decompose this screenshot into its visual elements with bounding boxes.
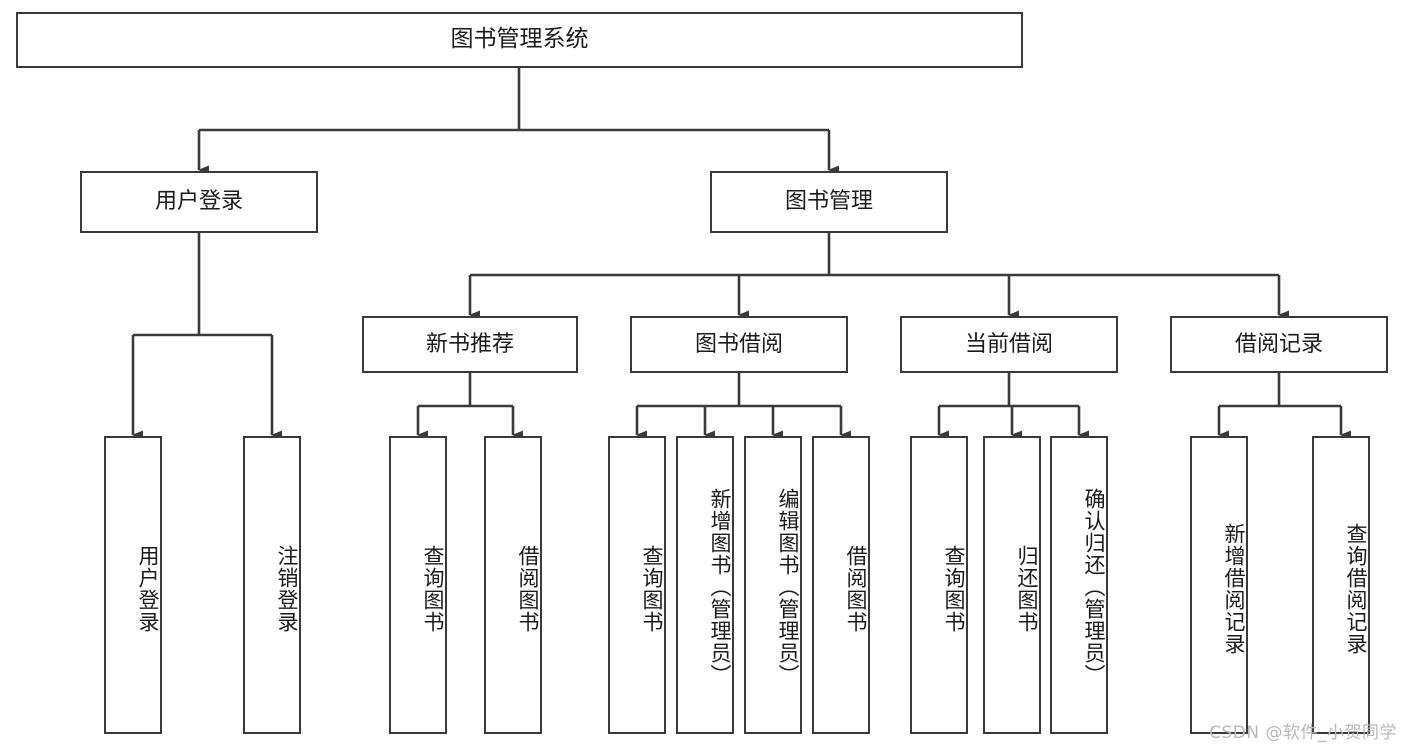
node-label-book-mgmt: 图书管理: [784, 189, 873, 215]
node-leaf-borrow-book-1[interactable]: 借阅图书: [484, 436, 542, 734]
node-leaf-return-book[interactable]: 归还图书: [983, 436, 1041, 734]
node-label-book-borrow: 图书借阅: [694, 331, 783, 357]
node-label-current-borrow: 当前借阅: [964, 331, 1053, 357]
node-label-leaf-query-book-1: 查询图书: [421, 545, 445, 633]
node-label-user-login: 用户登录: [154, 189, 243, 215]
node-leaf-user-logout[interactable]: 注销登录: [243, 436, 301, 734]
node-label-leaf-add-book-admin: 新增图书（管理员）: [708, 488, 732, 686]
node-leaf-query-book-3[interactable]: 查询图书: [910, 436, 968, 734]
node-leaf-user-login[interactable]: 用户登录: [104, 436, 162, 734]
node-label-leaf-return-book: 归还图书: [1015, 545, 1039, 633]
node-borrow-record[interactable]: 借阅记录: [1170, 316, 1388, 373]
node-label-leaf-query-book-2: 查询图书: [640, 545, 664, 633]
node-label-leaf-user-logout: 注销登录: [275, 545, 299, 633]
node-leaf-edit-book-admin[interactable]: 编辑图书（管理员）: [744, 436, 802, 734]
node-root[interactable]: 图书管理系统: [16, 12, 1023, 68]
node-book-borrow[interactable]: 图书借阅: [630, 316, 848, 373]
node-current-borrow[interactable]: 当前借阅: [900, 316, 1118, 373]
node-label-new-book-rec: 新书推荐: [425, 331, 514, 357]
node-label-leaf-confirm-return-admin: 确认归还（管理员）: [1082, 488, 1106, 686]
node-new-book-rec[interactable]: 新书推荐: [362, 316, 578, 373]
node-label-leaf-user-login: 用户登录: [136, 545, 160, 633]
node-label-leaf-query-book-3: 查询图书: [942, 545, 966, 633]
node-label-leaf-borrow-book-2: 借阅图书: [844, 545, 868, 633]
node-label-leaf-edit-book-admin: 编辑图书（管理员）: [776, 488, 800, 686]
node-leaf-borrow-book-2[interactable]: 借阅图书: [812, 436, 870, 734]
node-leaf-query-book-1[interactable]: 查询图书: [389, 436, 447, 734]
node-label-root: 图书管理系统: [450, 26, 589, 53]
node-label-leaf-add-borrow-record: 新增借阅记录: [1222, 523, 1246, 655]
node-label-leaf-borrow-book-1: 借阅图书: [516, 545, 540, 633]
node-label-borrow-record: 借阅记录: [1234, 331, 1323, 357]
node-leaf-query-borrow-record[interactable]: 查询借阅记录: [1312, 436, 1370, 734]
node-leaf-query-book-2[interactable]: 查询图书: [608, 436, 666, 734]
node-user-login[interactable]: 用户登录: [80, 171, 318, 233]
node-leaf-add-book-admin[interactable]: 新增图书（管理员）: [676, 436, 734, 734]
node-label-leaf-query-borrow-record: 查询借阅记录: [1344, 523, 1368, 655]
csdn-watermark: CSDN @软件_小贺同学: [1209, 723, 1397, 743]
node-book-mgmt[interactable]: 图书管理: [710, 171, 948, 233]
node-leaf-confirm-return-admin[interactable]: 确认归还（管理员）: [1050, 436, 1108, 734]
node-leaf-add-borrow-record[interactable]: 新增借阅记录: [1190, 436, 1248, 734]
